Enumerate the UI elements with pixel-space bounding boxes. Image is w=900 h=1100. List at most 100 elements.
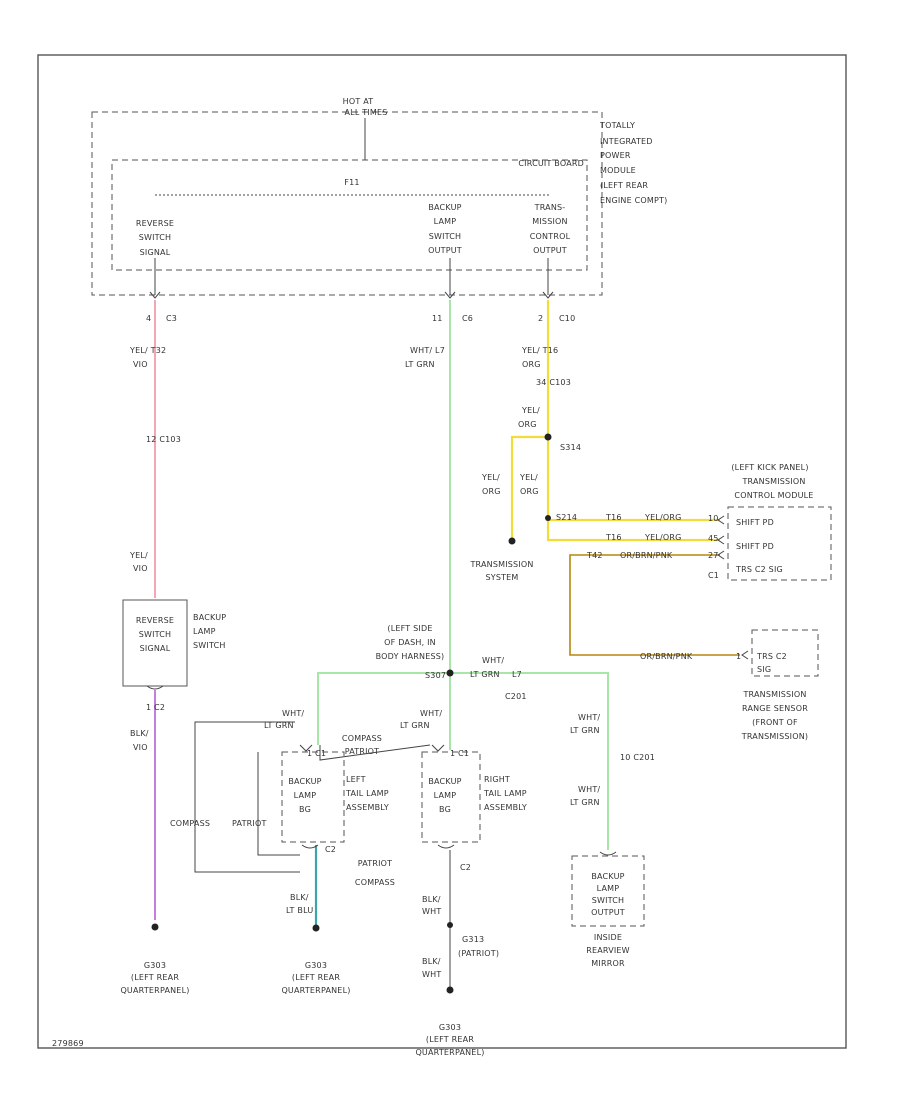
tcm-label: CONTROL MODULE xyxy=(734,491,813,500)
wire-label: T16 xyxy=(605,513,622,522)
wire-label: WHT/ xyxy=(578,713,600,722)
connector-c3-name: C3 xyxy=(166,314,177,323)
tipm-name-line: MODULE xyxy=(600,166,636,175)
connector-c3-pin: 4 xyxy=(146,314,151,323)
splice-g313-label: G313 xyxy=(462,935,484,944)
body-harness-label: (LEFT SIDE xyxy=(387,624,432,633)
wire-label: OR/BRN/PNK xyxy=(620,551,673,560)
connector-c2-left: 1 C2 xyxy=(146,703,165,712)
splice-c201-label: C201 xyxy=(505,692,527,701)
trs-pin-label: TRS C2 xyxy=(756,652,787,661)
patriot-compass-label: PATRIOT xyxy=(358,859,393,868)
backup-lamp-switch-label: BACKUP xyxy=(193,613,226,622)
trs-label: TRANSMISSION xyxy=(742,690,806,699)
lt-lamp-box xyxy=(281,751,345,843)
mirror-name: MIRROR xyxy=(591,959,625,968)
connector-c1-tcm: C1 xyxy=(708,571,719,580)
wire-label: LT BLU xyxy=(286,906,313,915)
tcm-pin-label: SHIFT PD xyxy=(736,518,774,527)
reverse-signal-label: REVERSE xyxy=(136,219,174,228)
splice-s214-label: S214 xyxy=(556,513,577,522)
lt-lamp-name: TAIL LAMP xyxy=(345,789,389,798)
mirror-name: INSIDE xyxy=(594,933,622,942)
wire-yel-org-feed xyxy=(546,300,720,522)
ground-g303-c-label: QUARTERPANEL) xyxy=(415,1048,484,1057)
tipm-module: HOT AT ALL TIMES CIRCUIT BOARD F11 TOTAL… xyxy=(91,97,667,296)
wire-label: WHT/ xyxy=(282,709,304,718)
tcm-connector-c xyxy=(717,550,725,560)
backup-output-label: BACKUP xyxy=(428,203,461,212)
connector-c10-name: C10 xyxy=(559,314,575,323)
compass-patriot-label: PATRIOT xyxy=(345,747,380,756)
tipm-name-line: (LEFT REAR xyxy=(600,181,648,190)
splice-s314-label: S314 xyxy=(560,443,581,452)
tcm-pin-number: 10 xyxy=(708,514,719,523)
wire-yel-org-branch xyxy=(510,435,548,538)
wire-label: LT GRN xyxy=(570,726,600,735)
trans-output-label: CONTROL xyxy=(530,232,571,241)
rt-lamp-c2-connector xyxy=(437,844,455,849)
wire-label: YEL/ T32 xyxy=(129,346,166,355)
wire-label: WHT xyxy=(422,907,441,916)
wire-label: WHT/ xyxy=(578,785,600,794)
wire-yel-org-shift2 xyxy=(546,520,720,542)
lt-lamp-name: LEFT xyxy=(346,775,366,784)
wire-label: LT GRN xyxy=(405,360,435,369)
tcm-box xyxy=(727,506,832,581)
tcm-pin-label: TRS C2 SIG xyxy=(735,565,783,574)
wire-label: WHT/ xyxy=(420,709,442,718)
body-harness-label: BODY HARNESS) xyxy=(376,652,445,661)
wire-label: WHT xyxy=(422,970,441,979)
rt-lamp-text: BG xyxy=(439,805,451,814)
ground-g303-b-label: QUARTERPANEL) xyxy=(281,986,350,995)
ground-g303-a-label: G303 xyxy=(144,961,166,970)
wire-org-brn xyxy=(569,554,740,656)
wire-label: ORG xyxy=(482,487,501,496)
tipm-name-line: POWER xyxy=(600,151,631,160)
wire-label: VIO xyxy=(133,564,148,573)
rt-lamp-text: LAMP xyxy=(434,791,457,800)
lt-lamp-c2-connector xyxy=(301,844,319,849)
tipm-name-line: INTEGRATED xyxy=(600,137,653,146)
ground-g303-c-dot xyxy=(446,986,454,994)
circuit-board-outline xyxy=(111,159,588,271)
lt-lamp-connector xyxy=(299,744,313,752)
splice-g313-label: (PATRIOT) xyxy=(458,949,499,958)
wire-label: VIO xyxy=(133,360,148,369)
splice-s314-dot xyxy=(544,433,552,441)
connector-c10-pin: 2 xyxy=(538,314,543,323)
lt-lamp-text: LAMP xyxy=(294,791,317,800)
fuse-label: F11 xyxy=(344,178,359,187)
rt-lamp-box xyxy=(421,751,481,843)
connector-c201: 10 C201 xyxy=(620,753,655,762)
reverse-switch-text: SIGNAL xyxy=(140,644,171,653)
wire-label: YEL/ xyxy=(481,473,500,482)
mirror-connector xyxy=(599,851,617,856)
wire-label: T42 xyxy=(586,551,603,560)
connector-c103-right: 34 C103 xyxy=(536,378,571,387)
body-harness-label: OF DASH, IN xyxy=(384,638,436,647)
wire-label: BLK/ xyxy=(422,895,441,904)
wire-label: YEL/ xyxy=(521,406,540,415)
wire-label: VIO xyxy=(133,743,148,752)
connector-c1-rt: 1 C1 xyxy=(450,749,469,758)
transmission-branch: YEL/ T16 ORG 34 C103 YEL/ ORG S314 YEL/ … xyxy=(469,346,832,741)
mirror-text: SWITCH xyxy=(592,896,625,905)
tcm-pin-label: SHIFT PD xyxy=(736,542,774,551)
connector-c103-left: 12 C103 xyxy=(146,435,181,444)
trans-output-label: OUTPUT xyxy=(533,246,567,255)
trans-output-label: MISSION xyxy=(532,217,567,226)
connector-c6-name: C6 xyxy=(462,314,473,323)
center-branch: WHT/ L7 LT GRN (LEFT SIDE OF DASH, IN BO… xyxy=(170,346,527,1057)
reverse-switch-text: REVERSE xyxy=(136,616,174,625)
all-times-label: ALL TIMES xyxy=(344,108,387,117)
wire-label: ORG xyxy=(520,487,539,496)
tcm-connector-b xyxy=(717,535,725,545)
compass-patriot-link xyxy=(319,744,431,761)
diagram-frame xyxy=(37,54,847,1049)
patriot-compass-label: COMPASS xyxy=(355,878,395,887)
reverse-switch-box xyxy=(122,599,188,687)
mirror-text: LAMP xyxy=(597,884,620,893)
diagram-id: 279869 xyxy=(52,1039,84,1048)
